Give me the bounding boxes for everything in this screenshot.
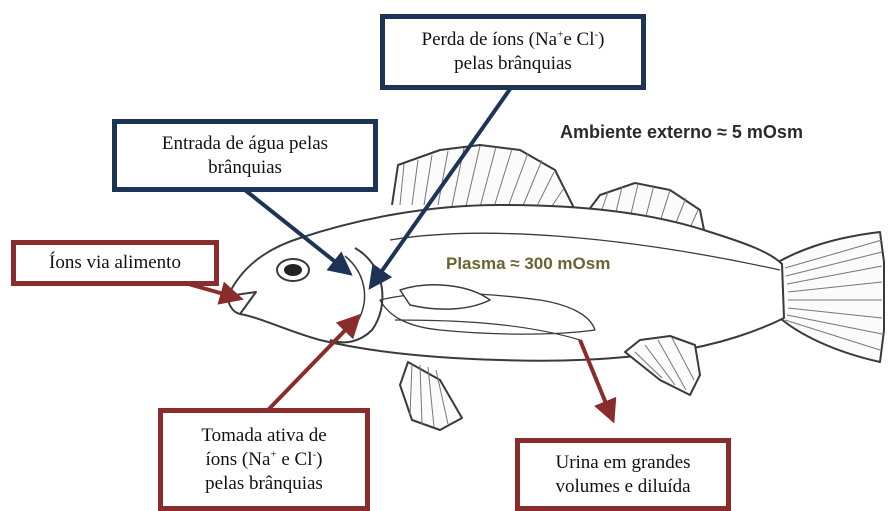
active-uptake-line1: Tomada ativa de	[201, 424, 326, 448]
urine-line2: volumes e diluída	[555, 475, 690, 499]
active-uptake-line2: íons (Na+ e Cl-)	[205, 448, 322, 472]
food-ions-box: Íons via alimento	[11, 240, 219, 286]
external-environment-label: Ambiente externo ≈ 5 mOsm	[560, 122, 803, 143]
fish-body	[228, 205, 784, 361]
ion-loss-line1: Perda de íons (Na+e Cl-)	[422, 28, 605, 52]
active-uptake-line3: pelas brânquias	[205, 472, 323, 496]
water-entry-line1: Entrada de água pelas	[162, 132, 328, 156]
water-entry-line2: brânquias	[208, 156, 282, 180]
tail-fin	[778, 232, 884, 362]
active-uptake-box: Tomada ativa de íons (Na+ e Cl-) pelas b…	[158, 408, 370, 511]
ion-loss-box: Perda de íons (Na+e Cl-) pelas brânquias	[380, 14, 646, 90]
spiny-dorsal-fin	[392, 145, 575, 210]
fish-pupil	[284, 264, 302, 276]
water-entry-box: Entrada de água pelas brânquias	[112, 119, 378, 192]
food-ions-line1: Íons via alimento	[49, 251, 181, 275]
ion-loss-line2: pelas brânquias	[454, 52, 572, 76]
anal-fin	[625, 336, 700, 395]
urine-box: Urina em grandes volumes e diluída	[515, 438, 731, 511]
plasma-label: Plasma ≈ 300 mOsm	[446, 254, 610, 274]
urine-line1: Urina em grandes	[555, 451, 690, 475]
